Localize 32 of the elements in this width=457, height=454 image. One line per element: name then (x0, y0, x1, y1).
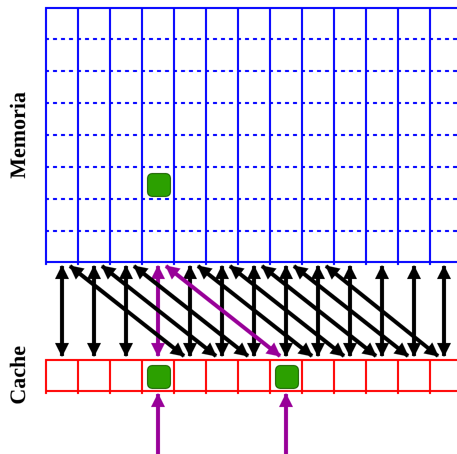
double-arrow (247, 265, 261, 357)
double-arrow (407, 265, 421, 357)
double-arrow (196, 264, 314, 358)
arrow (151, 393, 165, 454)
cache-cell (269, 361, 301, 394)
double-arrow (260, 264, 378, 358)
data-block (147, 173, 171, 197)
double-arrow (292, 264, 410, 358)
arrow (279, 393, 293, 454)
double-arrow (279, 265, 293, 357)
double-arrow (324, 264, 440, 358)
double-arrow (343, 265, 357, 357)
double-arrow (215, 265, 229, 357)
double-arrow (151, 265, 165, 357)
double-arrow (55, 265, 69, 357)
double-arrow (311, 265, 325, 357)
cache-cell (141, 361, 173, 394)
double-arrow (183, 265, 197, 357)
double-arrow (87, 265, 101, 357)
double-arrow (437, 265, 451, 357)
data-block (275, 365, 299, 389)
double-arrow (132, 264, 250, 358)
double-arrow (375, 265, 389, 357)
data-block (147, 365, 171, 389)
double-arrow (100, 264, 218, 358)
double-arrow (119, 265, 133, 357)
double-arrow (164, 264, 282, 358)
section-label: Memoria (5, 92, 31, 179)
double-arrow (68, 264, 186, 358)
memory-column (141, 9, 173, 265)
double-arrow (228, 264, 346, 358)
section-label: Cache (5, 346, 31, 405)
